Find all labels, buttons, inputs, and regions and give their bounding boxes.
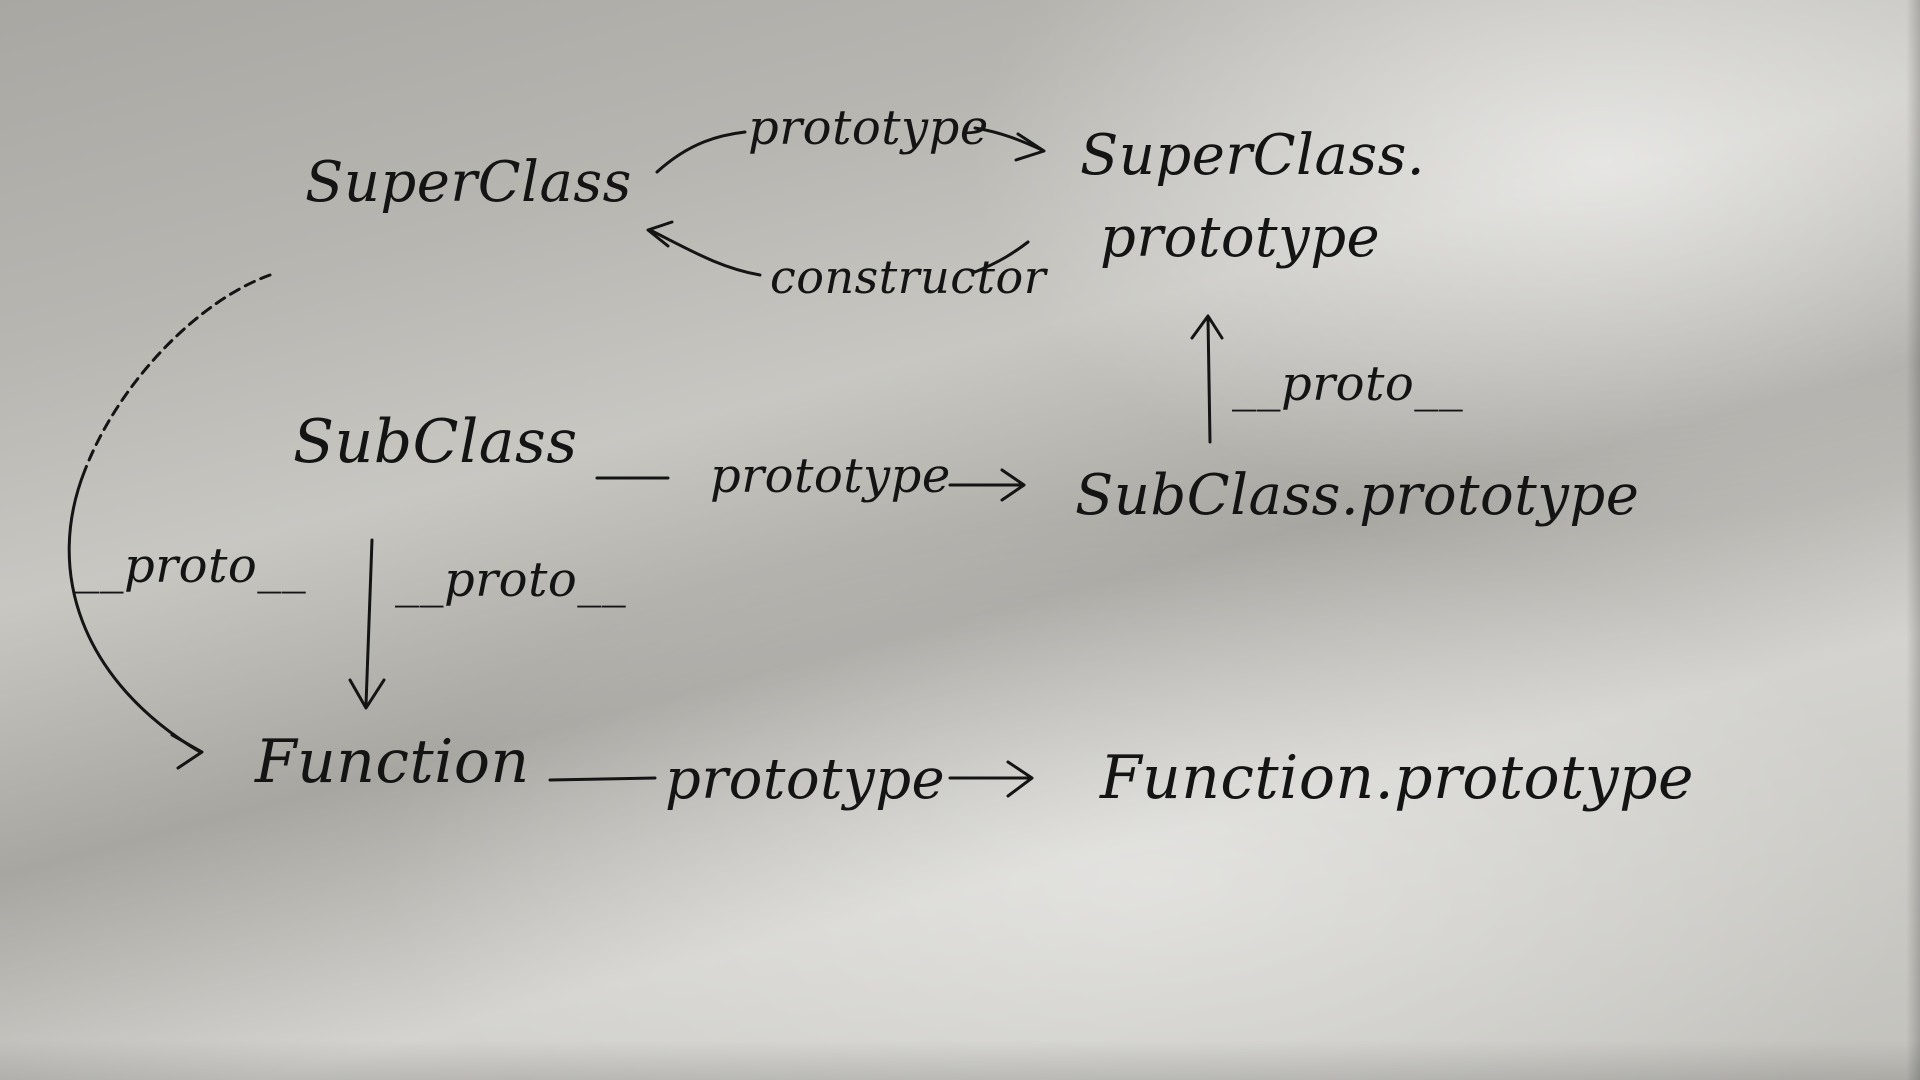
arrow-subproto-to-superproto (1206, 316, 1212, 444)
edge-label-subclass-to-proto: prototype (710, 448, 951, 504)
edge-label-constructor: constructor (770, 250, 1047, 304)
arrow-function-prototype-left (548, 776, 657, 782)
arrow-superclass-prototype (655, 130, 747, 174)
arrow-subclass-to-function (364, 538, 374, 707)
node-superclass: SuperClass (305, 150, 632, 215)
edge-label-subproto-to-superproto: __proto__ (1232, 356, 1464, 412)
arrow-superclass-to-function (67, 468, 202, 754)
node-subclass-prototype: SubClass.prototype (1075, 463, 1640, 528)
arrow-subclass-prototype-head (1000, 468, 1026, 502)
arrow-constructor (648, 228, 762, 277)
paper-edge-shadow-bottom (0, 1040, 1920, 1080)
arrow-subproto-to-superproto-head (1190, 314, 1224, 340)
arrow-constructor-head (646, 220, 674, 248)
arrow-function-prototype-head (1006, 760, 1034, 798)
arrow-superclass-to-function-dashed (83, 273, 272, 472)
arrow-superclass-prototype-head (1014, 132, 1046, 162)
arrow-superclass-to-function-head (170, 733, 204, 770)
node-subclass: SubClass (293, 407, 578, 477)
node-function-prototype: Function.prototype (1100, 743, 1695, 813)
edge-label-subclass-to-function: __proto__ (395, 552, 627, 608)
paper-edge-shadow-right (1906, 0, 1920, 1080)
edge-label-superclass-to-proto: prototype (748, 100, 989, 156)
edge-label-superclass-to-function: __proto__ (75, 538, 307, 594)
node-function: Function (255, 727, 530, 797)
arrow-constructor-tail (973, 240, 1030, 274)
node-superclass-prototype-line1: SuperClass. (1080, 123, 1426, 188)
node-superclass-prototype-line2: prototype (1100, 205, 1381, 270)
arrow-subclass-to-function-head (348, 678, 386, 710)
edge-label-function-to-proto: prototype (665, 747, 946, 812)
